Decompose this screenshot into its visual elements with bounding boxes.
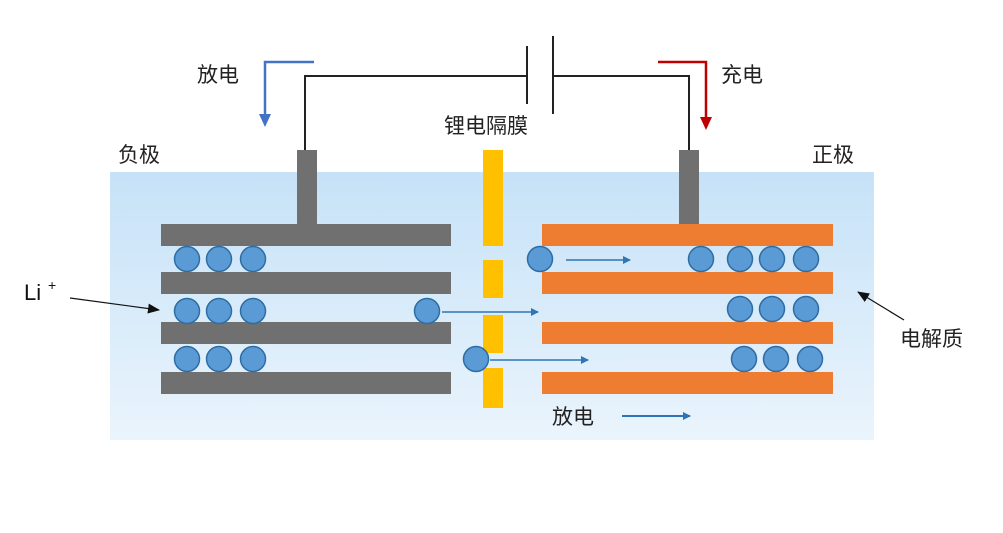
circuit-load-symbol [526, 36, 554, 114]
discharge-label-bottom: 放电 [552, 405, 594, 429]
li-ion-pointer [69, 297, 160, 314]
anode-plate [161, 372, 451, 394]
li-ion-superscript: + [48, 277, 56, 293]
separator-segment [483, 315, 503, 353]
lithium-ion [526, 245, 554, 273]
charge-direction-arrow [658, 60, 712, 130]
positive-terminal [679, 150, 699, 224]
lithium-ion [173, 245, 201, 273]
anode-plate [161, 322, 451, 344]
lithium-ion [726, 295, 754, 323]
cathode-plate [542, 322, 833, 344]
lithium-ion [726, 245, 754, 273]
anode-plate [161, 272, 451, 294]
lithium-ion [758, 245, 786, 273]
positive-electrode-label: 正极 [812, 143, 854, 167]
lithium-ion [239, 345, 267, 373]
anode-plate [161, 224, 451, 246]
ion-flow-arrows [442, 256, 631, 364]
negative-electrode-plates [161, 224, 451, 394]
electrolyte-label: 电解质 [900, 327, 963, 351]
lithium-ion [205, 245, 233, 273]
separator-segment [483, 150, 503, 246]
lithium-ion [730, 345, 758, 373]
lithium-ion [462, 345, 490, 373]
lithium-ion [173, 297, 201, 325]
separator-segment [483, 368, 503, 408]
lithium-ion [205, 345, 233, 373]
charge-label: 充电 [721, 63, 763, 87]
right-wire [553, 75, 690, 152]
lithium-ion [792, 245, 820, 273]
positive-electrode-plates [542, 224, 833, 394]
separator-membrane [483, 150, 503, 408]
lithium-ion [239, 245, 267, 273]
negative-electrode-label: 负极 [118, 143, 160, 167]
lithium-ion [758, 295, 786, 323]
negative-terminal [297, 150, 317, 226]
lithium-ion [239, 297, 267, 325]
left-wire [304, 75, 527, 152]
discharge-label-top: 放电 [197, 63, 239, 87]
cathode-plate [542, 272, 833, 294]
li-ion-label: Li [24, 280, 41, 305]
lithium-ion [413, 297, 441, 325]
separator-segment [483, 260, 503, 298]
lithium-ion [792, 295, 820, 323]
lithium-ion [796, 345, 824, 373]
external-circuit [304, 75, 690, 152]
lithium-ion [687, 245, 715, 273]
lithium-ion [173, 345, 201, 373]
lithium-ions [173, 245, 824, 373]
separator-label: 锂电隔膜 [444, 114, 528, 138]
discharge-direction-arrow [259, 60, 314, 127]
cathode-plate [542, 372, 833, 394]
electrolyte-pointer [857, 291, 905, 321]
lithium-ion [762, 345, 790, 373]
lithium-ion [205, 297, 233, 325]
cathode-plate [542, 224, 833, 246]
